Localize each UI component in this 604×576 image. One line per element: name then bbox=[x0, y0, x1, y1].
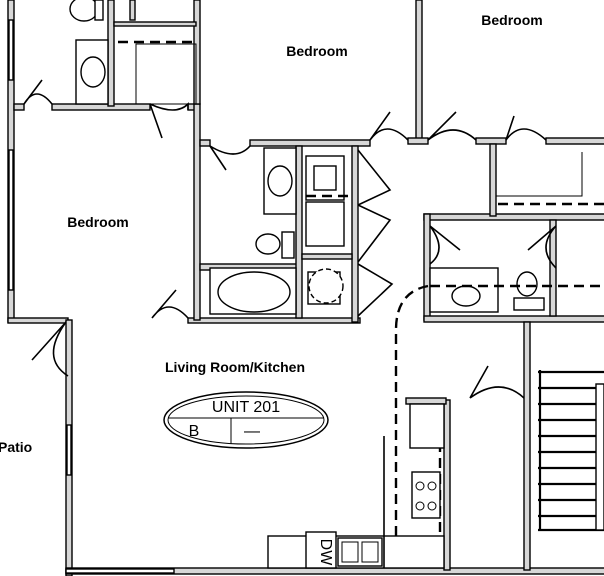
walls bbox=[7, 0, 604, 576]
kitchen-sink bbox=[337, 537, 383, 567]
sink-top-left bbox=[80, 56, 106, 88]
door-bedroom-right bbox=[427, 111, 477, 141]
kitchen: DW bbox=[267, 284, 445, 569]
unit-type: B bbox=[189, 423, 200, 440]
window-living-bottom bbox=[65, 568, 175, 574]
wall-bedroom-right-bottom-b bbox=[545, 137, 604, 145]
door-closet-center-bifold bbox=[357, 149, 392, 263]
wall-bedroom-right-bottom-a bbox=[475, 137, 507, 145]
wall-bath-top-closet bbox=[113, 21, 197, 27]
label-bedroom-top-right: Bedroom bbox=[481, 12, 542, 28]
door-laundry bbox=[357, 263, 394, 317]
wall-bath-top-stub bbox=[129, 0, 136, 21]
toilet-tank-right bbox=[513, 297, 545, 311]
door-closet-right-top bbox=[505, 115, 547, 141]
wall-bedroom-left-right bbox=[193, 103, 201, 321]
dishwasher-label: DW bbox=[317, 539, 334, 567]
door-bedroom-left-b bbox=[149, 102, 189, 139]
kitchen-sink-bowl-2 bbox=[361, 541, 379, 563]
wall-laundry-top bbox=[301, 253, 353, 260]
dryer bbox=[305, 201, 345, 247]
door-bedroom-left-bottom bbox=[151, 289, 189, 319]
window-bedroom-left bbox=[8, 149, 14, 291]
door-bedroom-center-a bbox=[209, 145, 251, 171]
wall-closet-right-left bbox=[489, 143, 497, 217]
fixtures bbox=[69, 0, 604, 315]
door-bedroom-center-b bbox=[369, 111, 409, 141]
label-bedroom-left: Bedroom bbox=[67, 214, 128, 230]
doors bbox=[23, 79, 557, 399]
door-patio bbox=[31, 321, 69, 377]
toilet-center bbox=[255, 233, 281, 255]
sink-center bbox=[267, 165, 293, 197]
unit-tag-inner bbox=[167, 395, 325, 445]
wall-bedroom-left-top-a bbox=[13, 103, 25, 111]
door-bath-right-a bbox=[429, 225, 461, 265]
toilet-right bbox=[516, 271, 538, 297]
label-patio: Patio bbox=[0, 439, 32, 455]
kitchen-sink-bowl-1 bbox=[341, 541, 359, 563]
wall-bedroom-divider bbox=[415, 0, 423, 143]
wall-bath-right-bottom bbox=[423, 315, 604, 323]
wall-bedroom-center-bottom-a bbox=[199, 139, 211, 147]
burner-2 bbox=[427, 481, 437, 491]
burner-1 bbox=[415, 481, 425, 491]
stair-rail-right bbox=[595, 383, 604, 531]
wall-bath-right-left bbox=[423, 213, 431, 321]
toilet-tank-top-left bbox=[94, 0, 104, 21]
dishwasher bbox=[305, 531, 337, 569]
wall-bath-right-top bbox=[423, 213, 604, 221]
wall-bath-top-left bbox=[107, 0, 115, 107]
wall-bath-center-right bbox=[295, 145, 303, 319]
soffit-line bbox=[394, 284, 429, 550]
closet-top-left bbox=[135, 43, 197, 105]
unit-tag-dividers bbox=[168, 417, 324, 444]
door-stair bbox=[469, 365, 525, 399]
toilet-tank-center bbox=[281, 231, 295, 259]
wall-bedroom-center-bottom-b bbox=[249, 139, 371, 147]
unit-variant: — bbox=[244, 423, 260, 440]
wall-bedroom-left-bottom-b bbox=[187, 317, 361, 324]
wall-bedroom-left-bottom-a bbox=[7, 317, 69, 324]
unit-tag-outer bbox=[163, 391, 329, 449]
door-bath-right-b bbox=[527, 225, 557, 269]
wall-stair-left bbox=[523, 321, 531, 571]
wall-kitchen-top bbox=[405, 397, 447, 405]
toilet-top-left bbox=[69, 0, 99, 22]
burner-3 bbox=[415, 501, 425, 511]
wall-bedroom-left-top-b bbox=[51, 103, 151, 111]
window-bath-left bbox=[8, 19, 14, 81]
water-heater bbox=[308, 268, 344, 304]
bathtub-basin-center bbox=[217, 271, 291, 313]
wall-bedroom-center-left bbox=[193, 0, 201, 105]
range bbox=[411, 471, 441, 519]
burner-4 bbox=[427, 501, 437, 511]
closet-right-bedroom bbox=[496, 152, 583, 197]
door-bedroom-left-a bbox=[23, 79, 53, 105]
unit-number: UNIT 201 bbox=[212, 399, 280, 416]
refrigerator bbox=[409, 403, 445, 449]
wall-closet-center-right bbox=[351, 145, 359, 323]
washer-lid bbox=[313, 165, 337, 191]
window-living-left bbox=[66, 424, 72, 476]
label-living-kitchen: Living Room/Kitchen bbox=[165, 359, 305, 375]
wall-kitchen-right bbox=[443, 399, 451, 571]
windows bbox=[8, 19, 175, 574]
unit-tag: UNIT 201 B — bbox=[163, 391, 329, 449]
stair-treads bbox=[538, 370, 604, 532]
wall-bedroom-divider-end bbox=[407, 137, 429, 145]
stairs bbox=[538, 370, 604, 532]
label-bedroom-top-center: Bedroom bbox=[286, 43, 347, 59]
sink-right bbox=[451, 285, 481, 307]
